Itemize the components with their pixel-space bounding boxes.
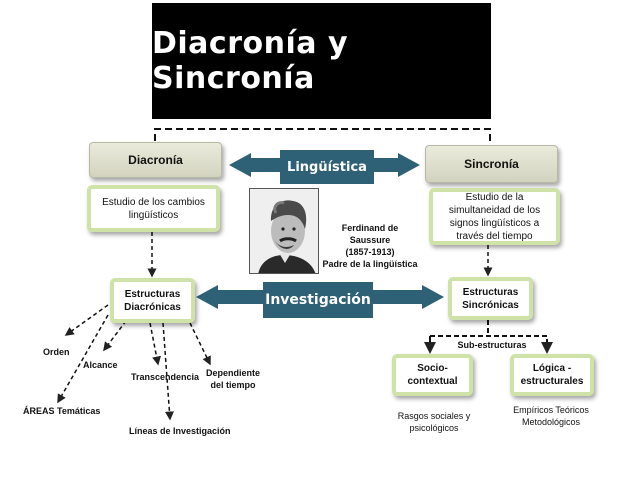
sincronia-description-box: Estudio de la simultaneidad de los signo…: [429, 188, 560, 245]
saussure-caption: Ferdinand de Saussure (1857-1913) Padre …: [322, 222, 418, 270]
diagram-title: Diacronía y Sincronía: [152, 3, 491, 119]
logica-estructurales-box: Lógica - estructurales: [510, 354, 594, 396]
synchronic-structures-box: Estructuras Sincrónicas: [448, 277, 533, 320]
sincronia-heading-box: Sincronía: [425, 145, 558, 183]
portrait-image: [250, 189, 318, 273]
arrow-dependiente: [189, 322, 211, 366]
branch-lineas-investigacion: Líneas de Investigación: [129, 426, 231, 436]
arrow-lineas: [162, 322, 174, 421]
saussure-name: Ferdinand de Saussure: [341, 223, 399, 245]
diacronic-structures-box: Estructuras Diacrónicas: [110, 278, 195, 323]
logica-detail: Empíricos Teóricos Metodológicos: [513, 405, 589, 427]
top-bracket-line: [154, 128, 491, 141]
socio-detail: Rasgos sociales y psicológicos: [397, 411, 471, 433]
arrow-areas: [57, 314, 109, 404]
arrow-alcance: [103, 320, 127, 352]
sub-structures-label: Sub-estructuras: [457, 340, 527, 350]
diacronia-heading-box: Diacronía: [89, 142, 222, 178]
branch-alcance: Alcance: [83, 360, 118, 370]
branch-dependiente-tiempo: Dependiente del tiempo: [205, 368, 260, 390]
arrow-transcendencia: [149, 322, 161, 366]
arrow-orden: [64, 304, 109, 336]
branch-transcendencia: Transcendencia: [131, 372, 200, 382]
branch-orden: Orden: [43, 347, 70, 357]
branch-areas-tematicas: ÁREAS Temáticas: [23, 406, 101, 416]
investigacion-label: Investigación: [263, 282, 373, 318]
saussure-portrait: [249, 188, 319, 274]
saussure-years: (1857-1913): [345, 247, 395, 257]
socio-contextual-box: Socio-contextual: [392, 354, 473, 396]
saussure-role: Padre de la lingüística: [322, 259, 418, 269]
diacronia-description-box: Estudio de los cambios lingüísticos: [87, 185, 220, 232]
linguistica-label: Lingüística: [280, 150, 374, 184]
